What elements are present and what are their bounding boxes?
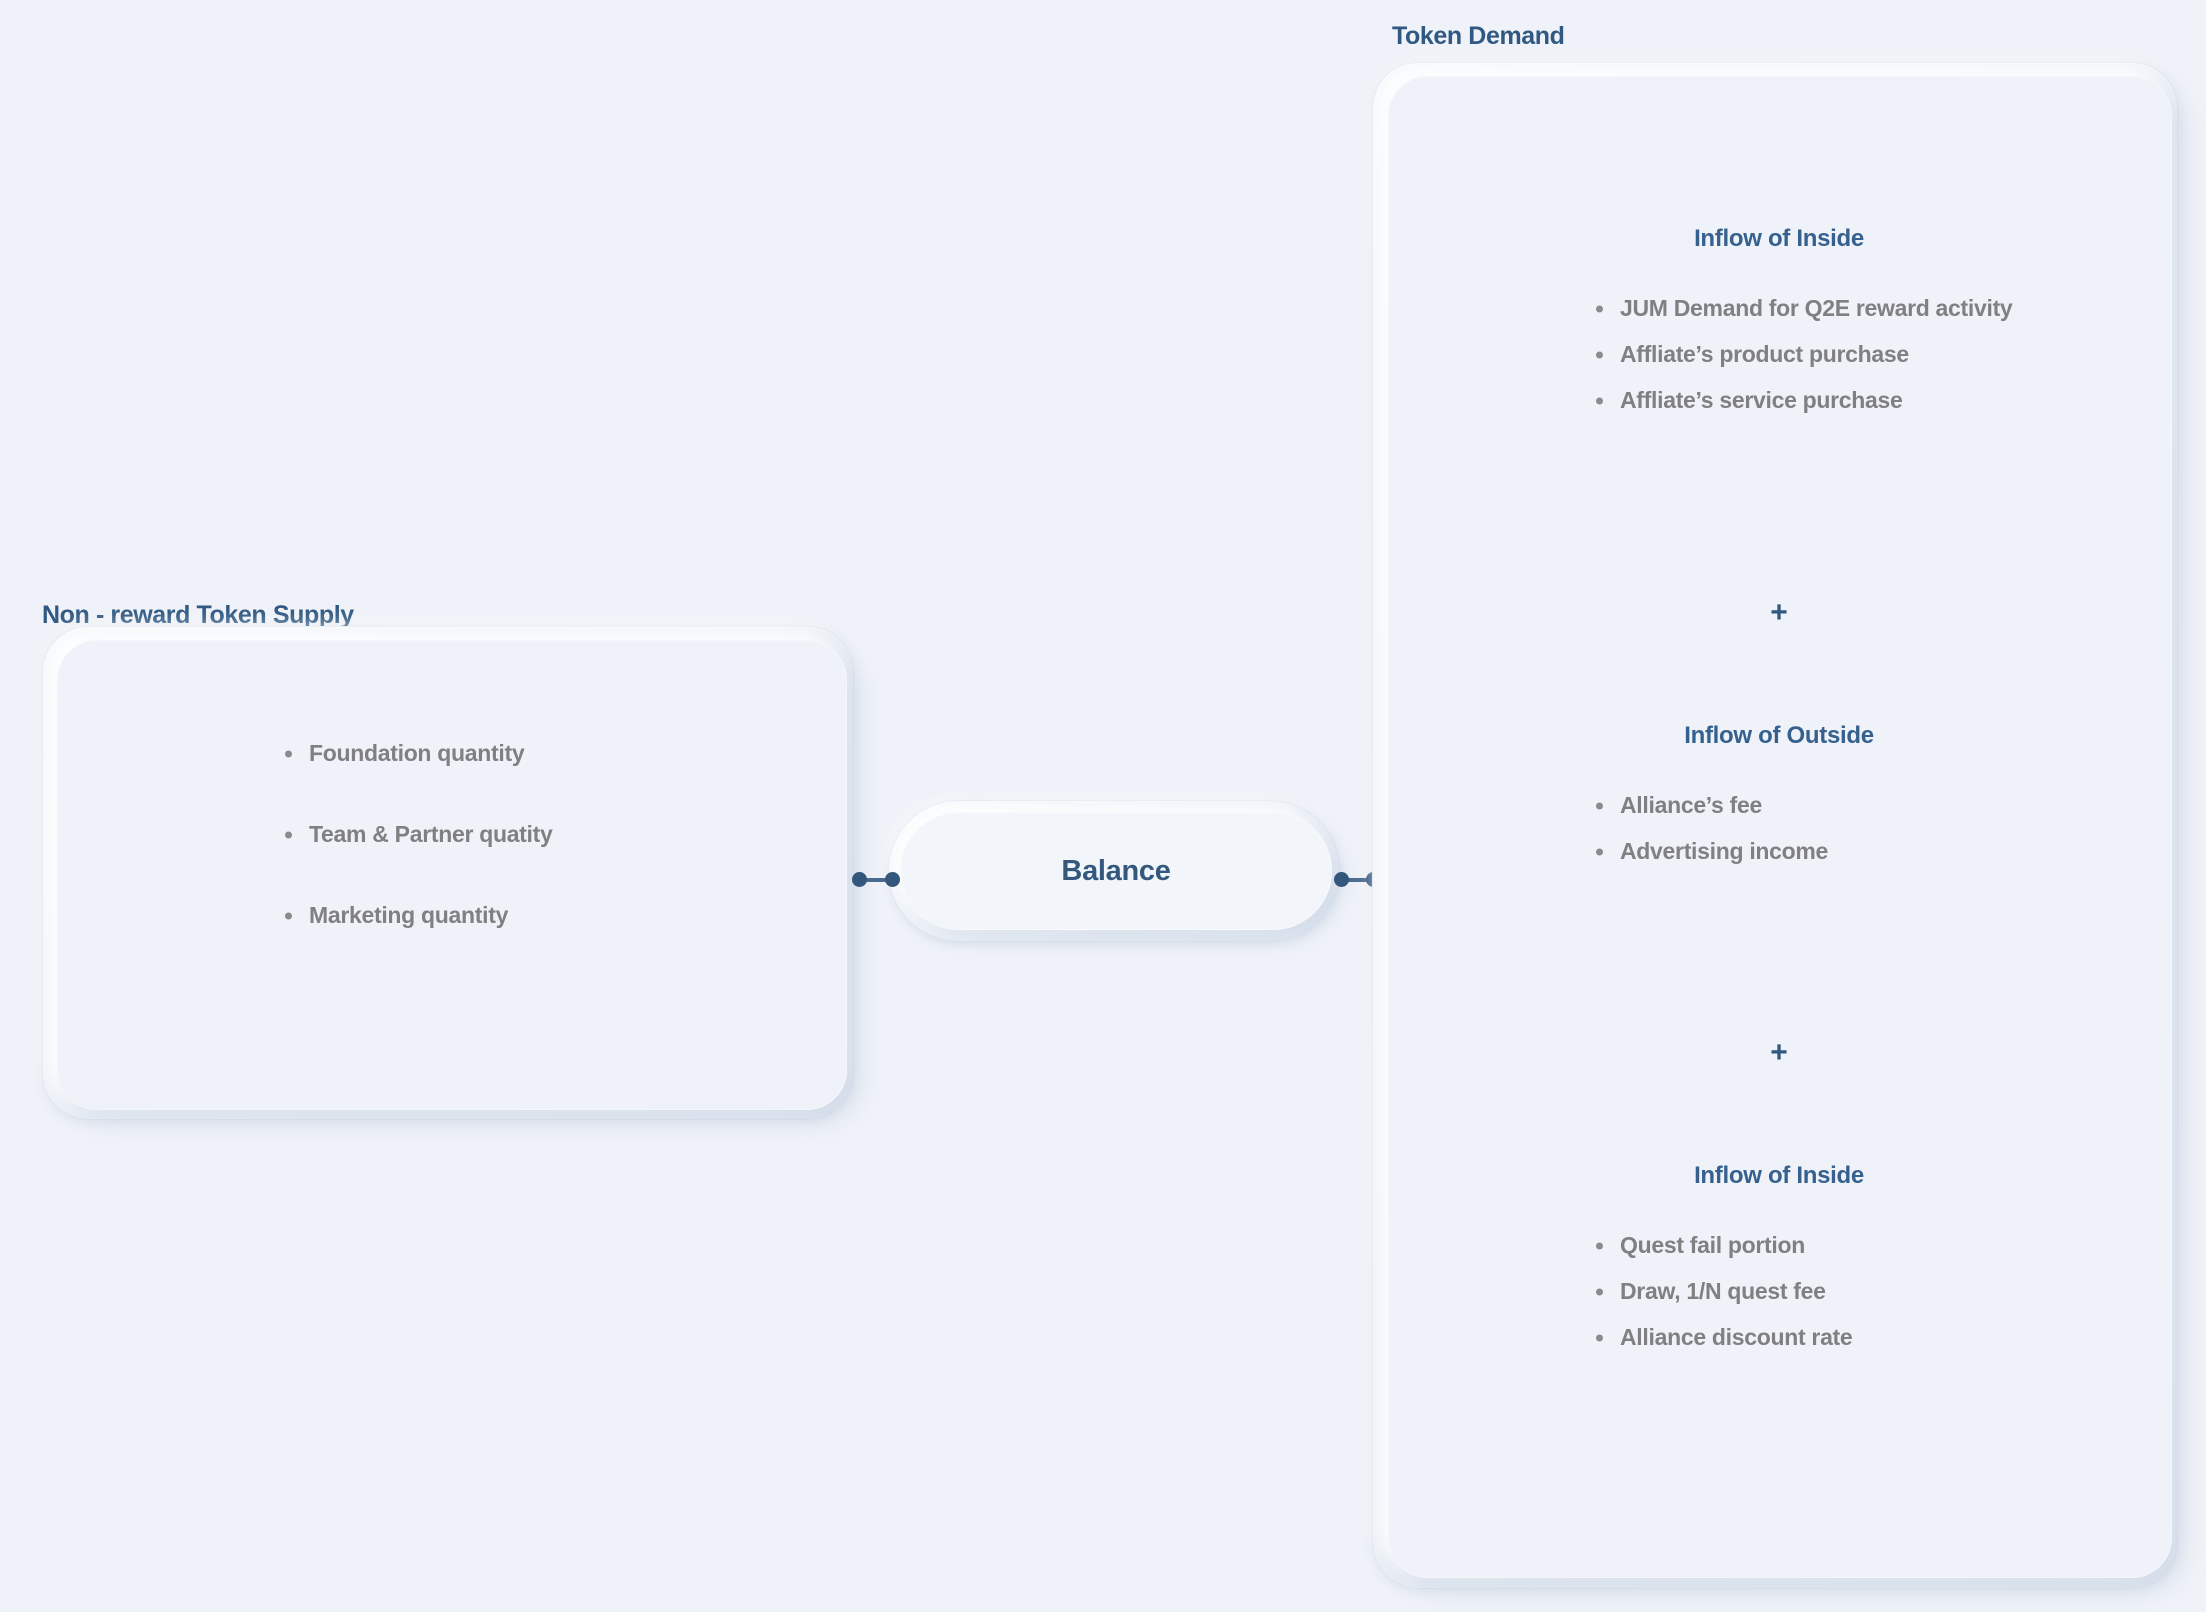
list-item: Marketing quantity — [283, 902, 552, 929]
list-item: JUM Demand for Q2E reward activity — [1594, 295, 2174, 322]
demand-section-2: Inflow of Outside Alliance’s fee Adverti… — [1384, 722, 2174, 865]
demand-section-2-list: Alliance’s fee Advertising income — [1384, 792, 2174, 865]
list-item: Alliance discount rate — [1594, 1324, 2174, 1351]
supply-panel-title: Non - reward Token Supply — [42, 601, 354, 629]
list-item: Team & Partner quatity — [283, 821, 553, 848]
demand-panel-title: Token Demand — [1392, 22, 1565, 50]
supply-item-list: Foundation quantity Team & Partner quati… — [283, 740, 553, 929]
connector-dot-balance-left — [885, 872, 900, 887]
list-item: Quest fail portion — [1594, 1232, 2174, 1259]
list-item: Alliance’s fee — [1594, 792, 2174, 819]
list-item: Affliate’s service purchase — [1594, 387, 2174, 414]
connector-line-balance-demand — [1340, 878, 1376, 882]
balance-node-label: Balance — [1061, 854, 1171, 887]
balance-node[interactable]: Balance — [900, 812, 1332, 930]
demand-section-3-heading: Inflow of Inside — [1694, 1162, 1864, 1189]
list-item: Affliate’s product purchase — [1594, 341, 2174, 368]
list-item: Advertising income — [1594, 838, 2174, 865]
plus-separator-2: + — [1770, 1036, 1788, 1069]
connector-line-supply-balance — [858, 878, 894, 882]
connector-dot-balance-right — [1334, 872, 1349, 887]
demand-section-3: Inflow of Inside Quest fail portion Draw… — [1384, 1162, 2174, 1351]
list-item: Draw, 1/N quest fee — [1594, 1278, 2174, 1305]
supply-panel-card-inner — [57, 640, 847, 1110]
plus-separator-1: + — [1770, 596, 1788, 629]
connector-dot-supply — [852, 872, 867, 887]
demand-section-3-list: Quest fail portion Draw, 1/N quest fee A… — [1384, 1232, 2174, 1351]
demand-section-1-list: JUM Demand for Q2E reward activity Affli… — [1384, 295, 2174, 414]
demand-section-2-heading: Inflow of Outside — [1684, 722, 1874, 749]
demand-section-1-heading: Inflow of Inside — [1694, 225, 1864, 252]
list-item: Foundation quantity — [283, 740, 552, 767]
demand-section-1: Inflow of Inside JUM Demand for Q2E rewa… — [1384, 225, 2174, 414]
